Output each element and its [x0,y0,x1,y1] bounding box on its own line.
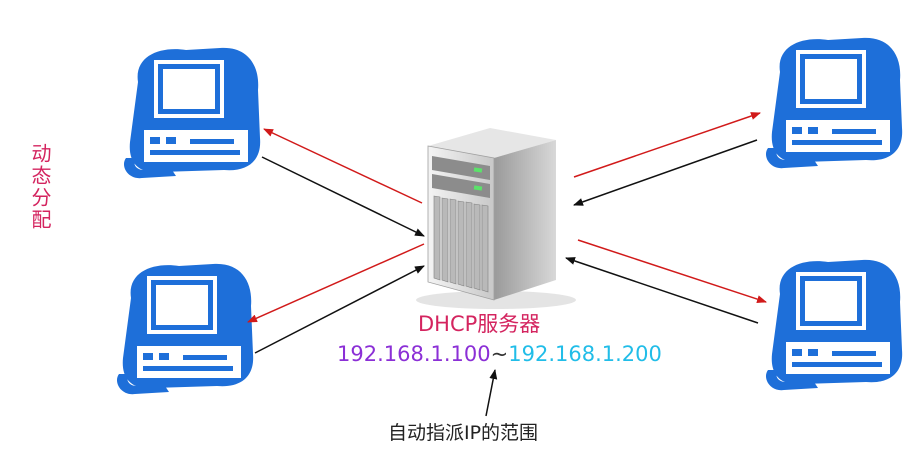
ip-range-end: 192.168.1.200 [508,342,662,366]
server-title: DHCP服务器 [418,312,541,336]
ip-range-caption: 自动指派IP的范围 [388,422,539,444]
computer-icon-bottom-right [765,259,903,391]
arrow-offer-top-left [263,128,423,204]
ip-range-separator: ~ [490,342,509,366]
ip-range: 192.168.1.100~192.168.1.200 [337,342,662,366]
arrow-request-bottom-right [565,257,759,324]
server-icon [416,128,576,309]
arrow-offer-bottom-left [247,243,425,323]
ip-range-start: 192.168.1.100 [337,342,491,366]
arrow-request-bottom-left [254,265,425,354]
computer-icon-bottom-left [116,263,254,395]
computer-icon-top-right [765,37,903,169]
arrow-caption-pointer [485,369,498,417]
arrow-offer-bottom-right [577,239,767,303]
computer-icon-top-left [123,47,261,179]
arrow-offer-top-right [573,112,761,178]
arrow-request-top-left [261,156,425,237]
arrow-request-top-right [573,139,758,206]
side-label-dynamic-allocation: 动态分配 [28,143,52,231]
